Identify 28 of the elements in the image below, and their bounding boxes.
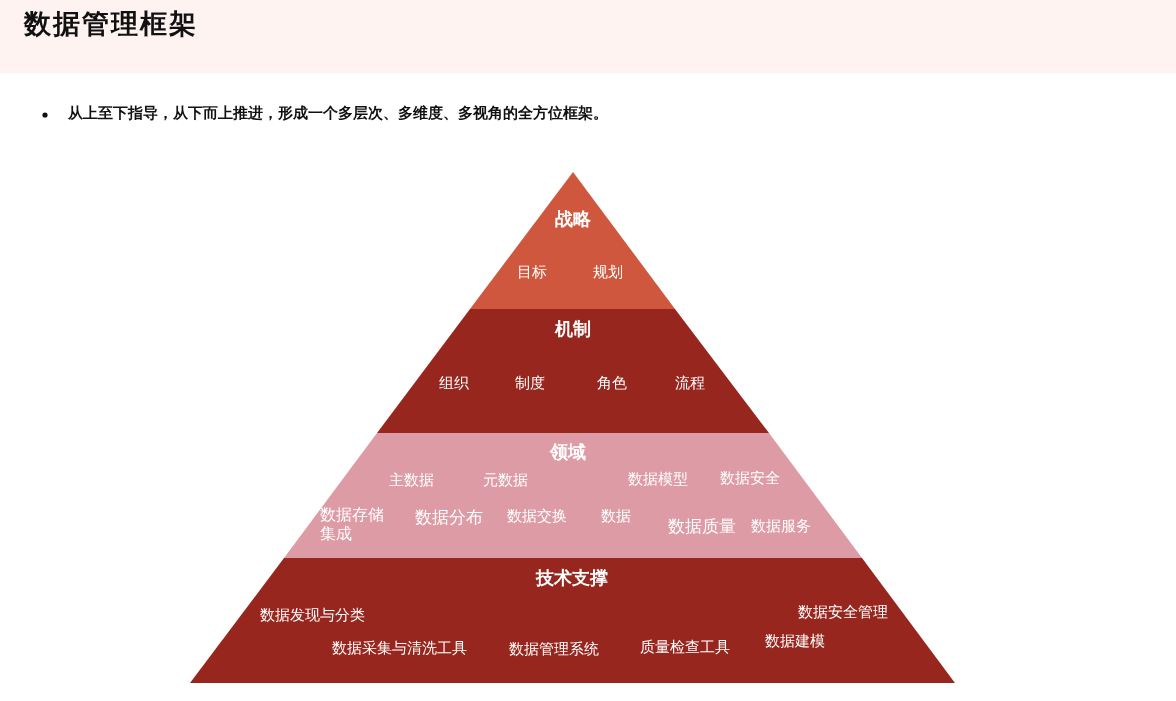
layer-item: 数据建模 [765, 632, 825, 650]
layer-item: 流程 [675, 374, 705, 392]
layer-item: 数据质量 [668, 515, 736, 537]
layer-item: 数据采集与清洗工具 [331, 639, 467, 657]
layer-item: 目标 [517, 263, 547, 281]
layer-heading: 机制 [555, 318, 591, 340]
layer-item: 数据分布 [415, 506, 483, 528]
layer-item: 数据存储集成 [320, 505, 385, 544]
layer-heading: 战略 [555, 208, 591, 230]
layer-item: 数据安全 [720, 469, 780, 487]
layer-item: 数据管理系统 [509, 640, 599, 658]
layer-item: 组织 [439, 374, 469, 392]
layer-heading: 领域 [550, 441, 586, 463]
layer-item: 主数据 [388, 471, 434, 489]
layer-item: 制度 [515, 374, 545, 392]
layer-item: 数据发现与分类 [259, 606, 365, 624]
layer-item: 质量检查工具 [640, 638, 730, 656]
bullet-text: 从上至下指导，从下而上推进，形成一个多层次、多维度、多视角的全方位框架。 [68, 104, 608, 123]
layer-item: 数据交换 [507, 507, 567, 525]
layer-item: 元数据 [482, 471, 528, 489]
layer-item: 数据 [601, 507, 631, 525]
layer-item: 数据服务 [751, 517, 811, 535]
layer-item: 规划 [593, 263, 623, 281]
layer-heading: 技术支撑 [536, 567, 608, 589]
layer-item: 数据安全管理 [798, 603, 888, 621]
layer-item: 数据模型 [628, 470, 688, 488]
page-title: 数据管理框架 [24, 7, 198, 41]
layer-item: 角色 [597, 374, 627, 392]
